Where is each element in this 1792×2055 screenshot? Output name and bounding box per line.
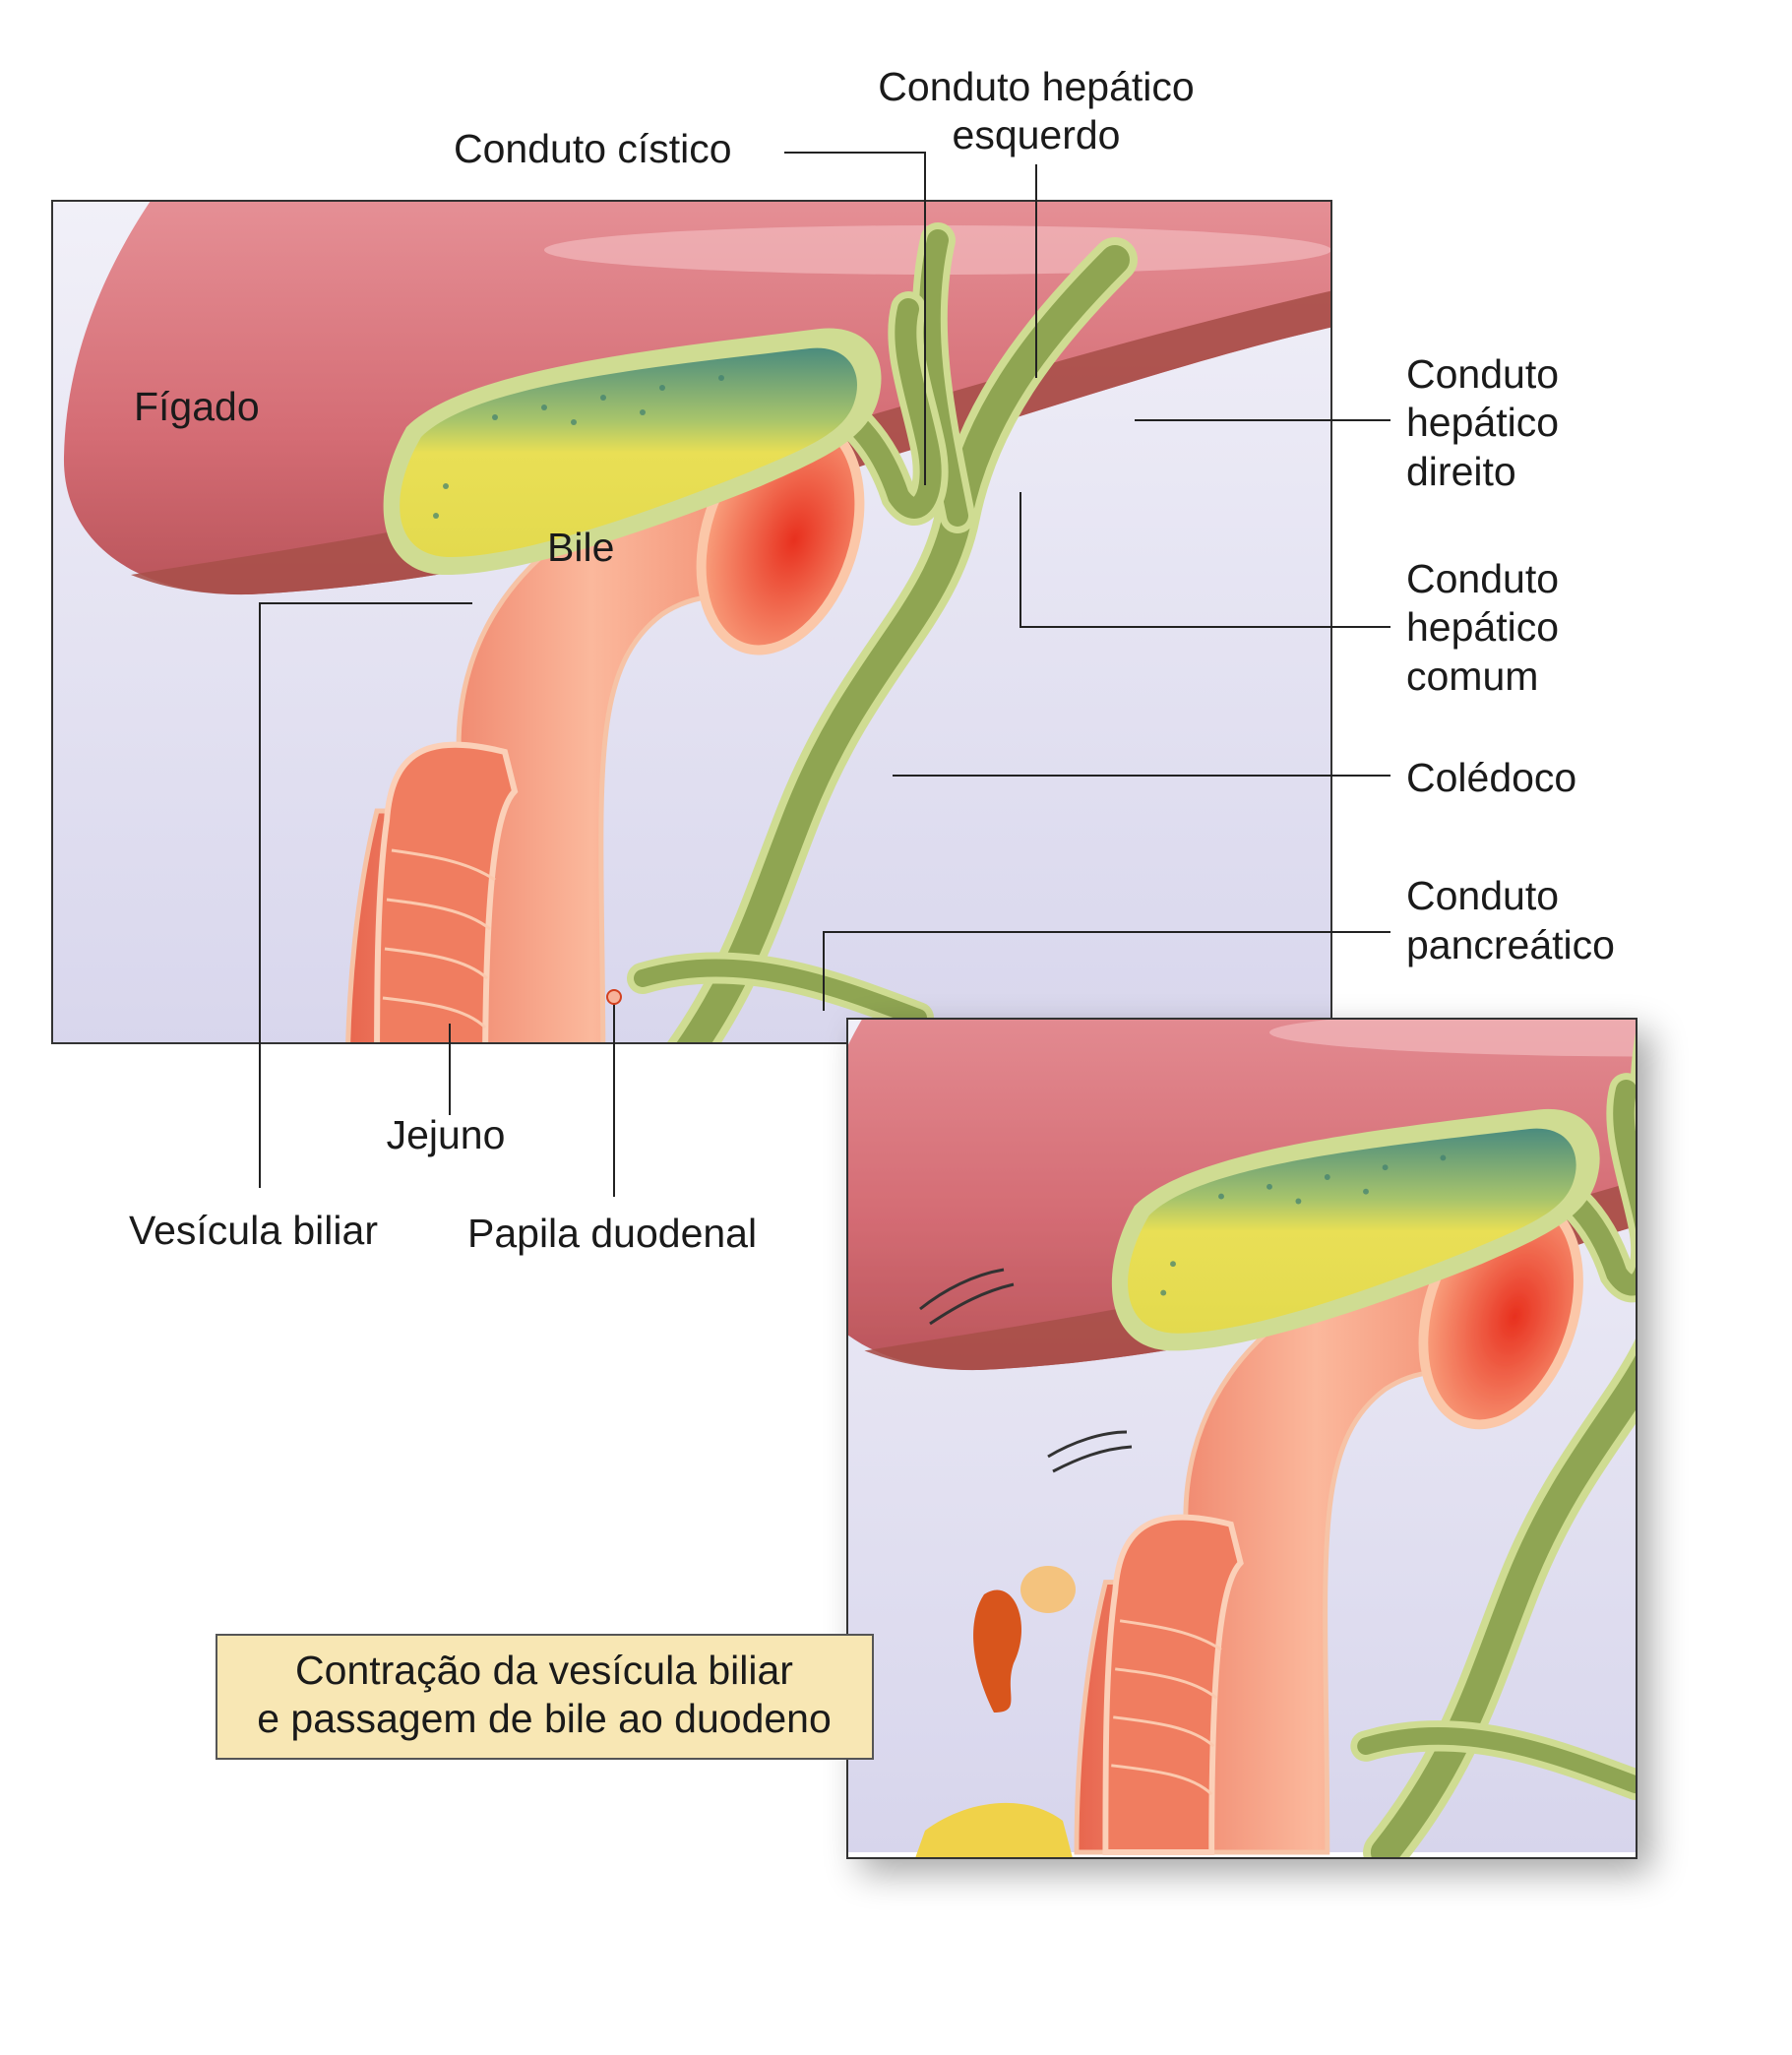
leader-lines [259, 152, 1390, 1197]
caption-box: Contração da vesícula biliar e passagem … [216, 1634, 874, 1760]
label-right-hepatic-duct-3: direito [1406, 449, 1516, 494]
label-gallbladder: Vesícula biliar [129, 1208, 378, 1253]
caption-line-2: e passagem de bile ao duodeno [257, 1696, 832, 1741]
label-common-bile-duct: Colédoco [1406, 755, 1576, 800]
label-liver: Fígado [134, 384, 260, 429]
label-right-hepatic-duct: Conduto [1406, 351, 1559, 397]
label-common-hepatic-duct: Conduto [1406, 556, 1559, 601]
label-common-hepatic-duct-3: comum [1406, 654, 1538, 699]
label-bile: Bile [547, 525, 614, 570]
label-left-hepatic-duct: Conduto hepático [878, 64, 1194, 109]
contraction-illustration-panel [846, 1018, 1638, 1859]
label-pancreatic-duct: Conduto [1406, 873, 1559, 918]
label-jejunum: Jejuno [387, 1112, 506, 1157]
label-common-hepatic-duct-2: hepático [1406, 604, 1559, 650]
label-left-hepatic-duct-2: esquerdo [953, 112, 1121, 157]
label-cystic-duct: Conduto cístico [454, 126, 732, 171]
label-duodenal-papilla: Papila duodenal [467, 1211, 757, 1256]
label-pancreatic-duct-2: pancreático [1406, 922, 1615, 967]
papilla-marker [606, 989, 622, 1005]
main-illustration-panel [51, 200, 1332, 1044]
caption-line-1: Contração da vesícula biliar [295, 1648, 793, 1693]
labels: Conduto hepático esquerdo Conduto cístic… [129, 64, 1615, 1256]
label-right-hepatic-duct-2: hepático [1406, 400, 1559, 445]
